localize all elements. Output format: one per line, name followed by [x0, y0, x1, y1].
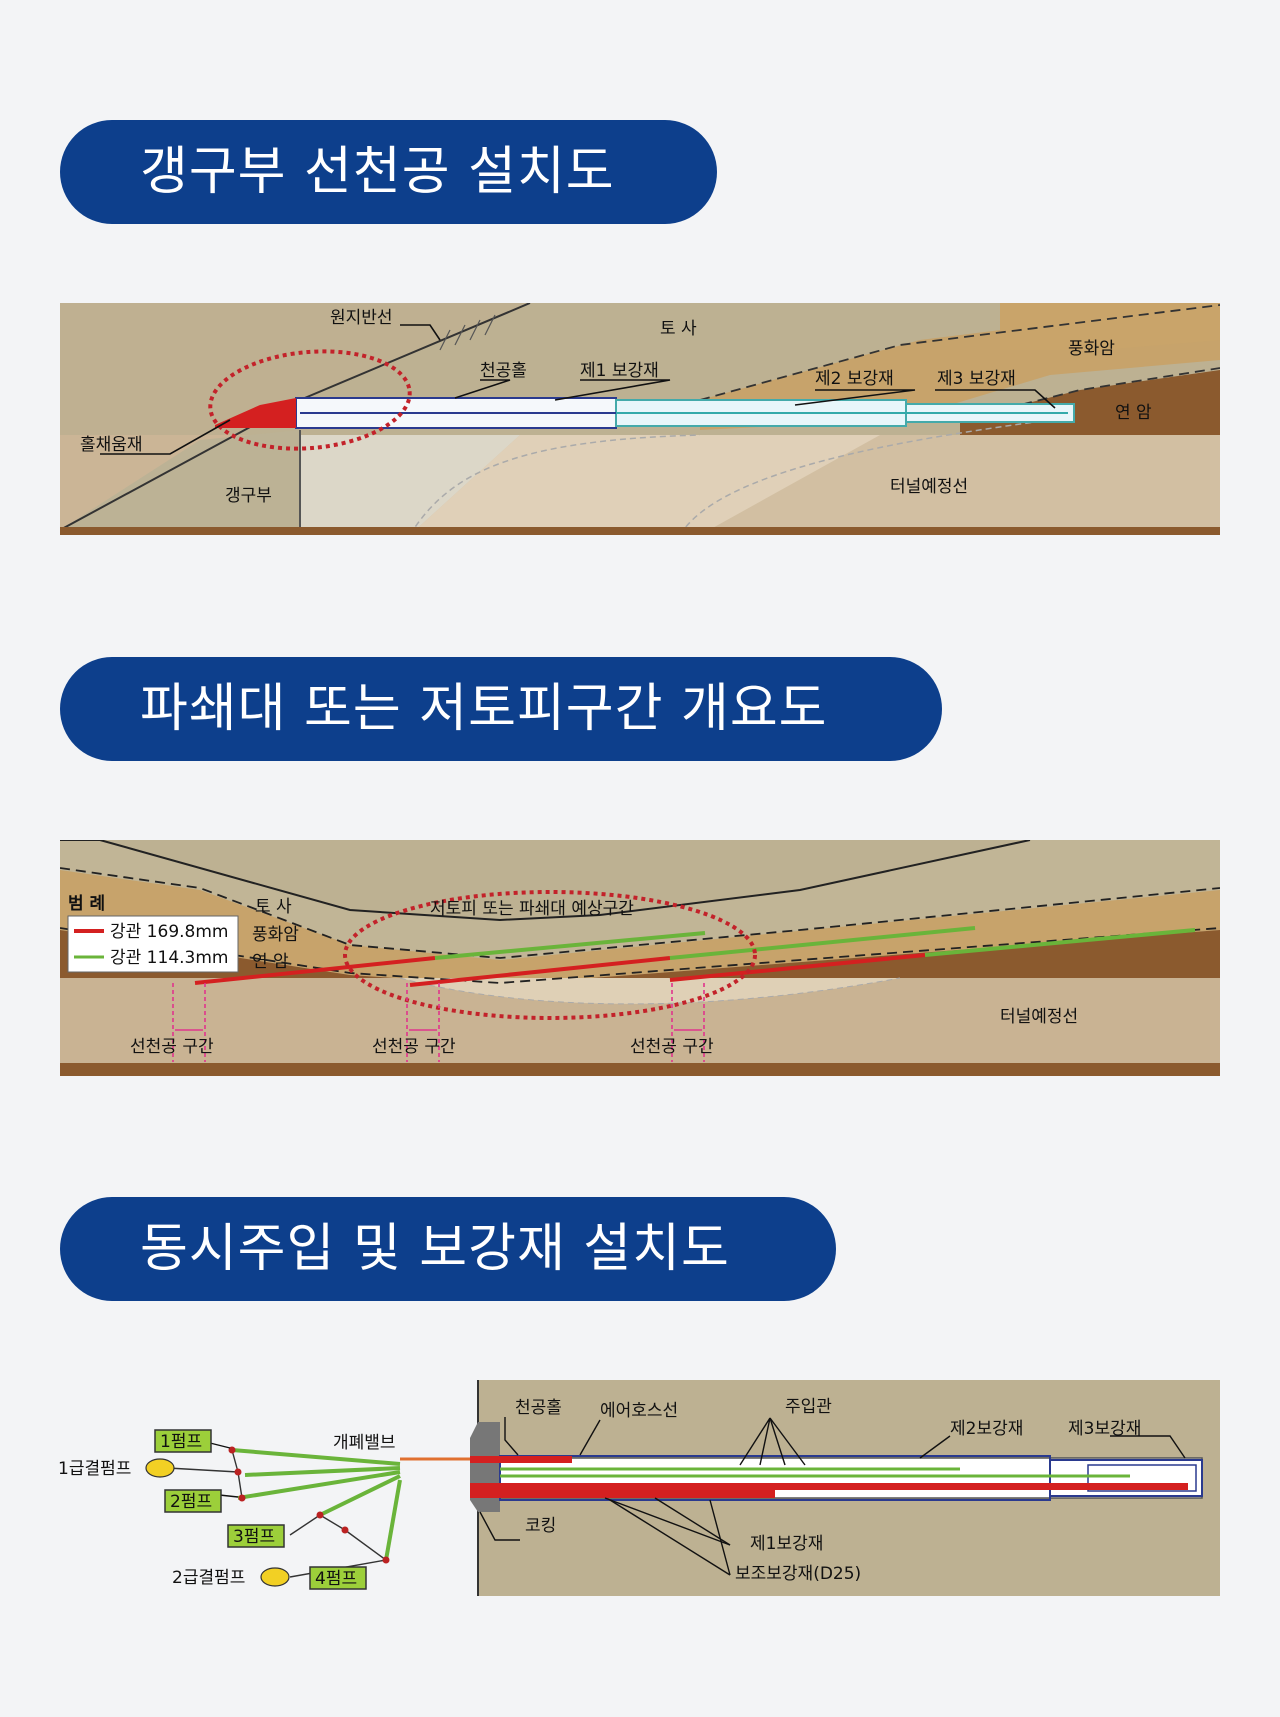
- soil-layer: [60, 303, 1220, 535]
- legend-title: 범 례: [68, 894, 105, 914]
- legend-green-pipe: 강관 114.3mm: [110, 948, 228, 968]
- label-soil-2: 토 사: [255, 897, 292, 917]
- label-section-1: 선천공 구간: [130, 1037, 214, 1057]
- label-injection-pipe: 주입관: [785, 1397, 832, 1417]
- label-reinforcement-1: 제1 보강재: [580, 361, 659, 381]
- label-reinforcement-2-3: 제2보강재: [950, 1419, 1023, 1439]
- label-pump-2: 2펌프: [170, 1492, 212, 1512]
- legend-red-pipe: 강관 169.8mm: [110, 922, 228, 942]
- label-coking: 코킹: [525, 1516, 556, 1536]
- label-weathered-rock: 풍화암: [1068, 339, 1115, 359]
- label-valve: 개폐밸브: [333, 1433, 396, 1453]
- label-portal: 갱구부: [225, 486, 272, 506]
- label-hole-fill: 홀채움재: [80, 435, 143, 455]
- label-soil: 토 사: [660, 319, 697, 339]
- label-original-ground: 원지반선: [330, 308, 393, 328]
- hole-fill-material: [215, 398, 296, 428]
- supply-pump-1-icon: [145, 1458, 175, 1478]
- label-tunnel-line-2: 터널예정선: [1000, 1007, 1078, 1027]
- title-portal: 갱구부 선천공 설치도: [140, 142, 615, 202]
- label-section-3: 선천공 구간: [630, 1037, 714, 1057]
- title-pill-portal: 갱구부 선천공 설치도: [60, 120, 717, 224]
- supply-pump-2-icon: [260, 1567, 290, 1587]
- label-drill-hole: 천공홀: [480, 361, 527, 381]
- title-pill-injection: 동시주입 및 보강재 설치도: [60, 1197, 836, 1301]
- label-reinforcement-1-3: 제1보강재: [750, 1534, 823, 1554]
- label-soft-rock-2: 연 암: [252, 952, 289, 972]
- label-pump-3: 3펌프: [233, 1527, 275, 1547]
- label-reinforcement-3-3: 제3보강재: [1068, 1419, 1141, 1439]
- label-pump-1: 1펌프: [160, 1432, 202, 1452]
- label-air-hose: 에어호스선: [600, 1401, 678, 1421]
- label-supply-pump-2: 2급결펌프: [172, 1568, 245, 1588]
- label-aux-reinforcement: 보조보강재(D25): [735, 1564, 861, 1584]
- label-reinforcement-3: 제3 보강재: [937, 369, 1016, 389]
- label-drill-hole-3: 천공홀: [515, 1398, 562, 1418]
- title-pill-fault-zone: 파쇄대 또는 저토피구간 개요도: [60, 657, 942, 761]
- label-tunnel-line: 터널예정선: [890, 477, 968, 497]
- label-reinforcement-2: 제2 보강재: [815, 369, 894, 389]
- label-supply-pump-1: 1급결펌프: [58, 1459, 131, 1479]
- title-injection: 동시주입 및 보강재 설치도: [140, 1219, 730, 1279]
- label-weathered-rock-2: 풍화암: [252, 925, 299, 945]
- label-fault-zone: 저토피 또는 파쇄대 예상구간: [430, 899, 634, 919]
- label-section-2: 선천공 구간: [372, 1037, 456, 1057]
- air-hose-line: [470, 1456, 572, 1463]
- label-soft-rock: 연 암: [1115, 403, 1152, 423]
- weathered-rock-layer: [700, 303, 1220, 430]
- soft-rock-layer: [960, 370, 1220, 440]
- label-pump-4: 4펌프: [315, 1569, 357, 1589]
- title-fault-zone: 파쇄대 또는 저토피구간 개요도: [140, 679, 828, 739]
